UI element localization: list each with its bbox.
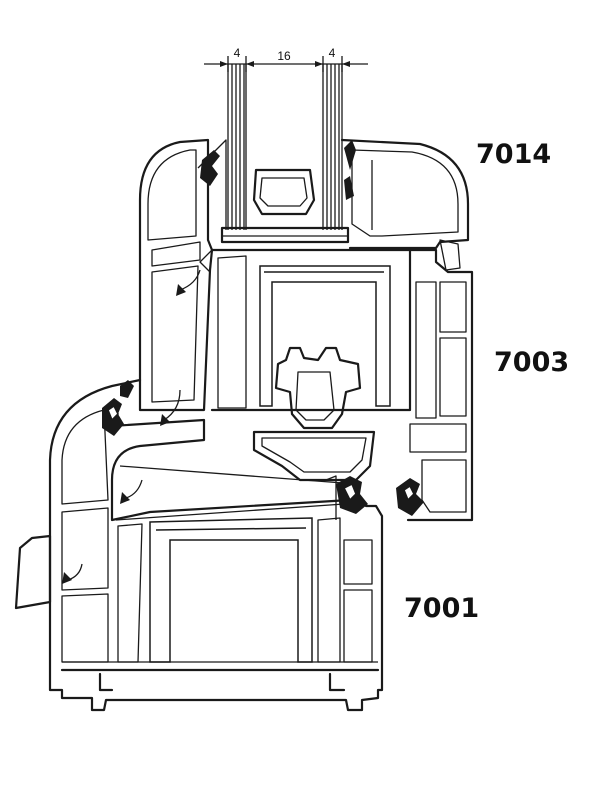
dimension-right-glass: 4 — [329, 46, 336, 60]
glass-setting-block — [220, 226, 350, 244]
drainage-arrows — [62, 269, 201, 584]
frame-profile-right — [396, 239, 474, 522]
profile-label-frame-bottom: 7001 — [404, 593, 479, 624]
spacer-bar — [252, 168, 316, 216]
profile-label-frame-top: 7003 — [494, 347, 569, 378]
dimension-left-glass: 4 — [234, 46, 241, 60]
glass-pane-left — [227, 64, 247, 230]
sash-profile — [138, 138, 470, 482]
glass-dimension-line: 4 16 4 — [204, 46, 368, 72]
frame-profile-bottom — [14, 378, 384, 712]
profile-label-sash: 7014 — [476, 139, 551, 170]
glass-pane-right — [322, 64, 343, 230]
dimension-gap: 16 — [277, 49, 291, 63]
